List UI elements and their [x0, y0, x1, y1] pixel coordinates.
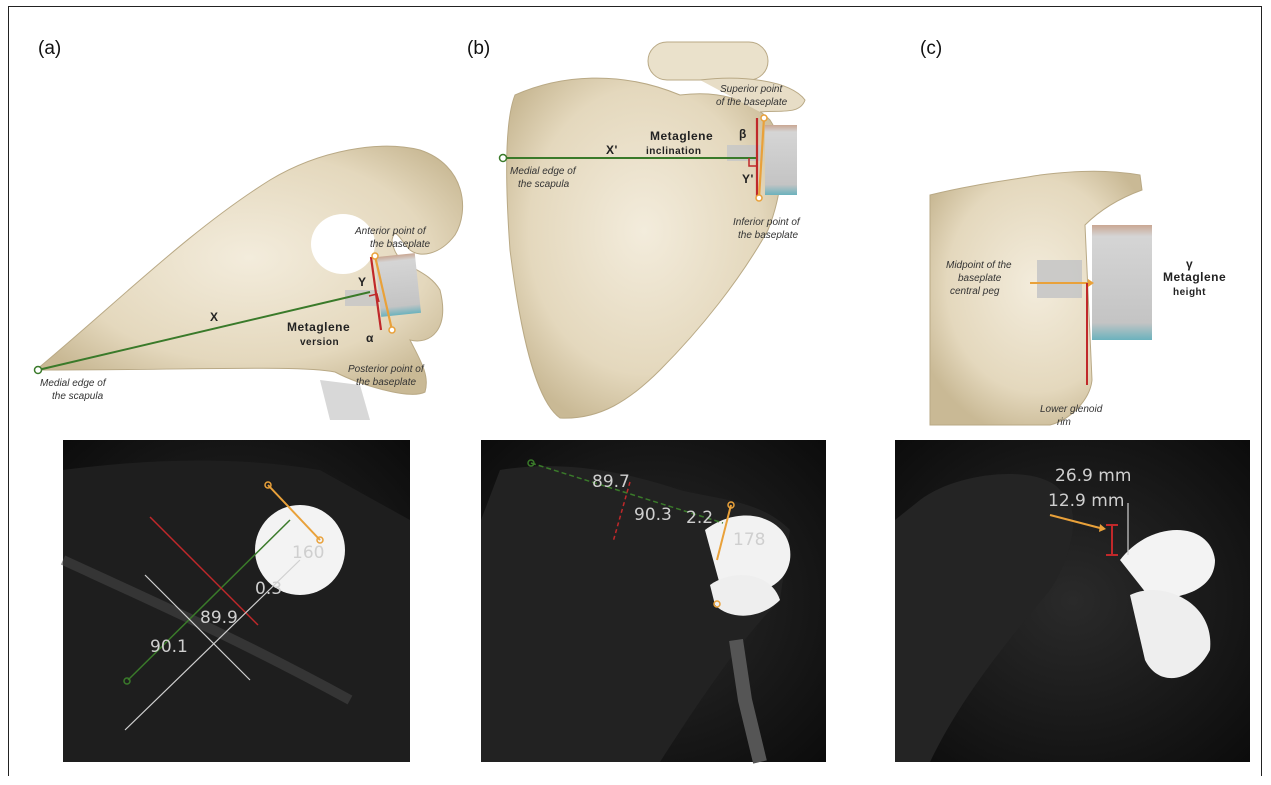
ct-scan-a: 160 0.3 89.9 90.1 [63, 440, 410, 762]
ct-a-angle-89.9: 89.9 [200, 608, 238, 628]
x-label-b: X' [606, 143, 618, 157]
svg-text:the scapula: the scapula [52, 391, 104, 402]
ct-b-angle-178: 178 [733, 530, 765, 550]
beta-label: β [739, 127, 747, 141]
gamma-label: γ [1186, 257, 1193, 271]
svg-text:the baseplate: the baseplate [356, 377, 416, 388]
superior-point-label: Superior point [720, 84, 783, 95]
lower-glenoid-label: Lower glenoid [1040, 404, 1103, 415]
svg-text:the baseplate: the baseplate [370, 239, 430, 250]
glenoid-illustration-c [930, 171, 1152, 425]
ct-a-angle-0.3: 0.3 [255, 579, 282, 599]
svg-text:of the baseplate: of the baseplate [716, 97, 788, 108]
svg-text:rim: rim [1057, 417, 1071, 428]
medial-edge-label-a: Medial edge of [40, 378, 107, 389]
alpha-label: α [366, 331, 374, 345]
ct-scan-c: 26.9 mm 12.9 mm [895, 440, 1250, 762]
ct-b-angle-90.3: 90.3 [634, 505, 672, 525]
medial-edge-label-b: Medial edge of [510, 166, 577, 177]
y-label-b: Y' [742, 172, 754, 186]
ct-scan-b: 89.7 90.3 2.2 178 [481, 440, 826, 762]
svg-text:central peg: central peg [950, 286, 1000, 297]
midpoint-label: Midpoint of the [946, 260, 1012, 271]
metaglene-version-title: Metaglene [287, 320, 350, 334]
inferior-point-label: Inferior point of [733, 217, 801, 228]
ct-a-angle-90.1: 90.1 [150, 637, 188, 657]
posterior-point-label: Posterior point of [348, 364, 425, 375]
ct-c-measure-26.9: 26.9 mm [1055, 466, 1131, 486]
svg-text:inclination: inclination [646, 146, 702, 157]
medial-point-a [35, 367, 42, 374]
x-label-a: X [210, 310, 219, 324]
svg-text:version: version [300, 337, 339, 348]
ct-a-angle-160: 160 [292, 543, 324, 563]
svg-text:the baseplate: the baseplate [738, 230, 798, 241]
metaglene-inclination-title: Metaglene [650, 129, 713, 143]
y-label-a: Y [358, 275, 367, 289]
anterior-point-label: Anterior point of [354, 226, 427, 237]
svg-text:height: height [1173, 287, 1206, 298]
ct-b-angle-2.2: 2.2 [686, 508, 713, 528]
ct-b-angle-89.7: 89.7 [592, 472, 630, 492]
svg-text:baseplate: baseplate [958, 273, 1002, 284]
svg-text:the scapula: the scapula [518, 179, 570, 190]
ct-c-measure-12.9: 12.9 mm [1048, 491, 1124, 511]
metaglene-height-title: Metaglene [1163, 270, 1226, 284]
